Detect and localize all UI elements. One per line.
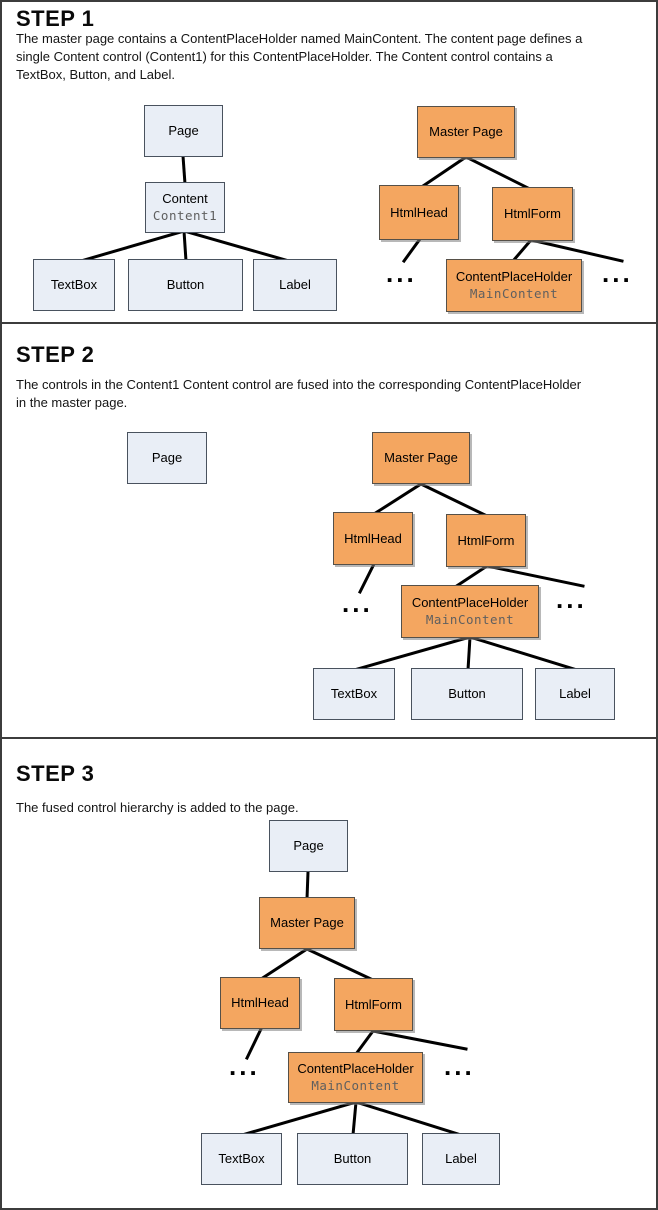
step2-node-button: Button	[411, 668, 523, 720]
step2-ellipsis-left: ...	[342, 588, 373, 618]
node-id-label: MainContent	[311, 1078, 400, 1093]
step2-node-page: Page	[127, 432, 207, 484]
node-label: Master Page	[384, 450, 458, 465]
node-label: Label	[559, 686, 591, 701]
node-label: TextBox	[330, 686, 378, 701]
step3-desc-line1: The fused control hierarchy is added to …	[16, 800, 299, 815]
step2-node-master-page: Master Page	[372, 432, 470, 484]
step1-ellipsis-left: ...	[386, 258, 417, 288]
step3-node-button: Button	[297, 1133, 408, 1185]
step1-node-content: Content Content1	[145, 182, 225, 233]
step1-heading: STEP 1	[16, 6, 95, 31]
step2-heading: STEP 2	[16, 342, 95, 367]
node-label: Button	[166, 277, 205, 292]
step1-desc-line1: The master page contains a ContentPlaceH…	[16, 31, 583, 46]
node-label: HtmlHead	[390, 204, 448, 220]
step1-node-page: Page	[144, 105, 223, 157]
step3-node-label: Label	[422, 1133, 500, 1185]
step1-desc-line2: single Content control (Content1) for th…	[16, 49, 553, 64]
step1-ellipsis-right: ...	[602, 258, 633, 288]
node-label: HtmlForm	[503, 206, 562, 221]
node-label: Master Page	[429, 124, 503, 139]
step2-node-contentplaceholder: ContentPlaceHolder MainContent	[401, 585, 539, 638]
step2-desc-line2: in the master page.	[16, 395, 128, 410]
step1-node-htmlform: HtmlForm	[492, 187, 573, 241]
node-label: Master Page	[270, 915, 344, 930]
step3-node-htmlhead: HtmlHead	[220, 977, 300, 1029]
step2-desc-line1: The controls in the Content1 Content con…	[16, 377, 582, 392]
step1-node-contentplaceholder: ContentPlaceHolder MainContent	[446, 259, 582, 312]
node-label: Button	[448, 686, 486, 701]
node-label: TextBox	[218, 1151, 265, 1166]
step3-node-contentplaceholder: ContentPlaceHolder MainContent	[288, 1052, 423, 1103]
step2-node-htmlhead: HtmlHead	[333, 512, 413, 565]
step3-node-master-page: Master Page	[259, 897, 355, 949]
node-id-label: Content1	[152, 208, 218, 223]
node-label: HtmlHead	[344, 530, 402, 546]
node-label: Page	[168, 123, 199, 138]
node-label: ContentPlaceHolder	[455, 269, 573, 284]
node-label: TextBox	[50, 277, 98, 292]
node-label: Page	[293, 838, 324, 853]
step2-node-textbox: TextBox	[313, 668, 395, 720]
step3-heading: STEP 3	[16, 761, 95, 786]
step3-panel-border	[0, 737, 658, 1210]
node-label: ContentPlaceHolder	[297, 1061, 414, 1076]
node-label: Label	[445, 1151, 477, 1166]
node-label: HtmlForm	[344, 996, 403, 1012]
step3-node-page: Page	[269, 820, 348, 872]
step3-node-textbox: TextBox	[201, 1133, 282, 1185]
node-label: Page	[151, 450, 183, 465]
node-label: ContentPlaceHolder	[411, 595, 529, 610]
step3-ellipsis-right: ...	[444, 1051, 475, 1081]
step1-node-textbox: TextBox	[33, 259, 115, 311]
step3-node-htmlform: HtmlForm	[334, 978, 413, 1031]
node-label: HtmlForm	[457, 532, 515, 548]
node-label: Content	[162, 191, 208, 206]
step1-node-master-page: Master Page	[417, 106, 515, 158]
step2-ellipsis-right: ...	[556, 584, 587, 614]
step3-ellipsis-left: ...	[229, 1051, 260, 1081]
node-id-label: MainContent	[469, 286, 559, 301]
node-label: Button	[333, 1151, 372, 1166]
node-id-label: MainContent	[425, 612, 515, 627]
node-label: HtmlHead	[231, 995, 289, 1010]
step1-desc-line3: TextBox, Button, and Label.	[16, 67, 175, 82]
step1-node-button: Button	[128, 259, 243, 311]
step1-node-label: Label	[253, 259, 337, 311]
step1-node-htmlhead: HtmlHead	[379, 185, 459, 240]
step2-node-htmlform: HtmlForm	[446, 514, 526, 567]
node-label: Label	[279, 277, 311, 292]
step2-node-label: Label	[535, 668, 615, 720]
